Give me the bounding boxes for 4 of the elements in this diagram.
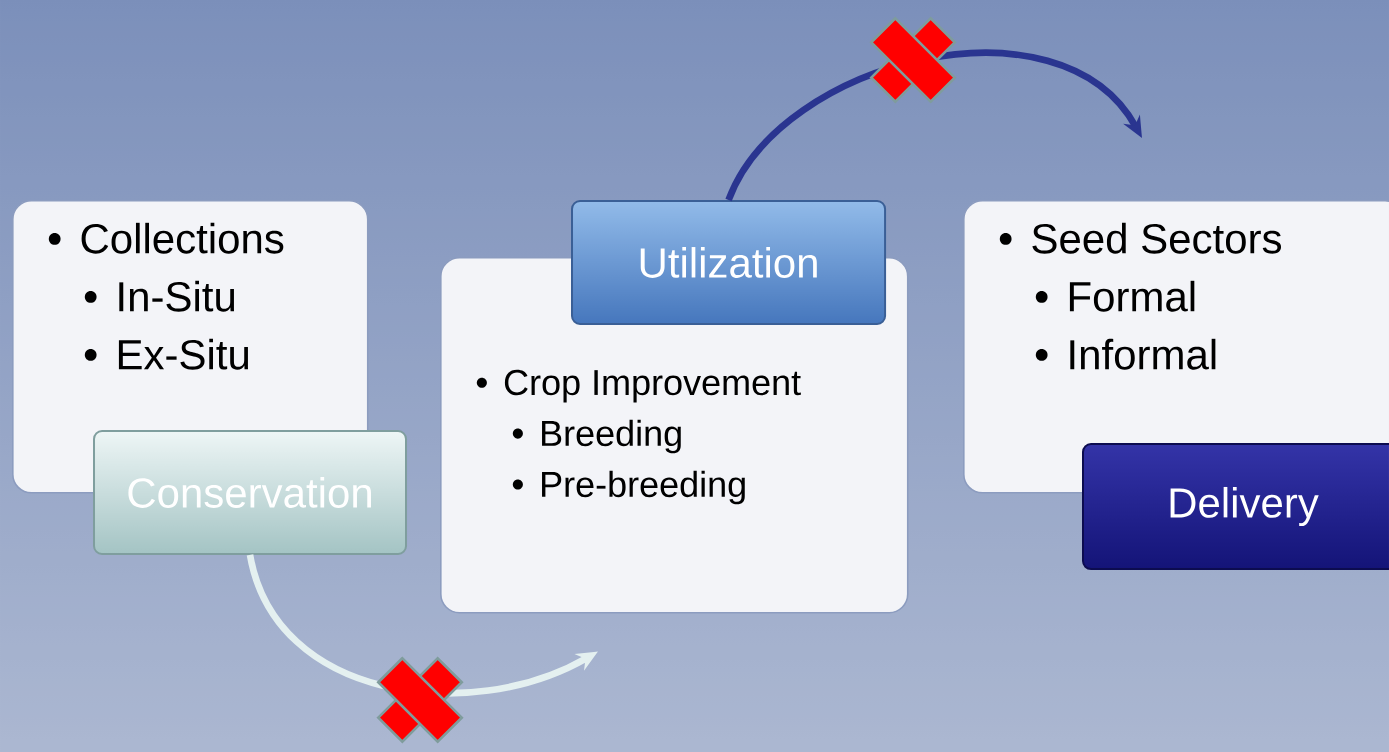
label-button: Delivery — [1082, 443, 1389, 571]
curved-arrow — [725, 50, 1142, 202]
label-button: Utilization — [571, 200, 887, 325]
label-button: Conservation — [93, 430, 407, 555]
